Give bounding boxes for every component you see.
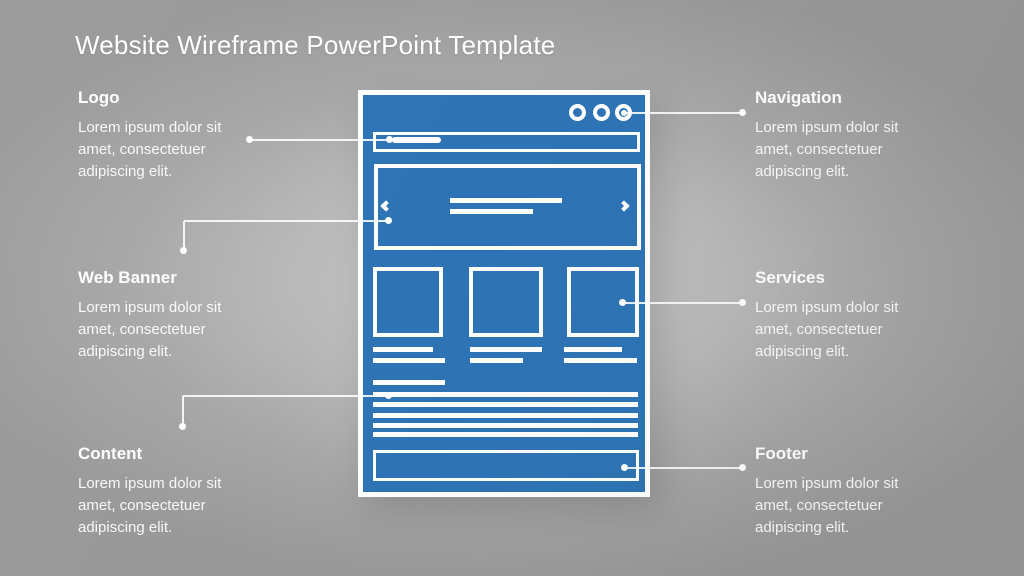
- web-banner-frame: [374, 164, 641, 250]
- callout-services-line-1: Lorem ipsum dolor sit: [755, 299, 899, 316]
- callout-content-line-2: amet, consectetuer: [78, 497, 206, 514]
- callout-services-line-3: adipiscing elit.: [755, 343, 850, 360]
- callout-logo-line-3: adipiscing elit.: [78, 163, 173, 180]
- nav-dot-icon: [593, 104, 610, 121]
- banner-text-line: [450, 198, 562, 203]
- connector-logo-dot-label: [246, 136, 253, 143]
- content-text-line: [373, 402, 638, 407]
- service-box: [373, 267, 443, 337]
- callout-services-line-2: amet, consectetuer: [755, 321, 883, 338]
- service-text-line: [470, 358, 523, 363]
- callout-footer-line-3: adipiscing elit.: [755, 519, 850, 536]
- callout-logo: Logo Lorem ipsum dolor sit amet, consect…: [78, 88, 263, 183]
- callout-web-banner-line-1: Lorem ipsum dolor sit: [78, 299, 222, 316]
- content-text-line: [373, 392, 638, 397]
- connector-content-line: [182, 396, 184, 427]
- slide-title: Website Wireframe PowerPoint Template: [75, 30, 556, 60]
- callout-content-line-3: adipiscing elit.: [78, 519, 173, 536]
- connector-footer-line: [625, 467, 743, 469]
- callout-logo-line-1: Lorem ipsum dolor sit: [78, 119, 222, 136]
- service-text-line: [564, 347, 622, 352]
- callout-navigation-line-3: adipiscing elit.: [755, 163, 850, 180]
- callout-footer-heading: Footer: [755, 444, 808, 463]
- banner-text-line: [450, 209, 533, 214]
- callout-footer-line-2: amet, consectetuer: [755, 497, 883, 514]
- connector-logo-line: [250, 139, 391, 141]
- callout-web-banner-heading: Web Banner: [78, 268, 177, 287]
- connector-services-dot-label: [739, 299, 746, 306]
- callout-services-heading: Services: [755, 268, 825, 287]
- callout-footer: Footer Lorem ipsum dolor sit amet, conse…: [755, 444, 940, 539]
- nav-dot-icon: [569, 104, 586, 121]
- footer-bar: [373, 450, 639, 481]
- connector-content-dot-label: [179, 423, 186, 430]
- connector-footer-dot-label: [739, 464, 746, 471]
- connector-content-line: [183, 395, 389, 397]
- wireframe-page: [358, 90, 650, 497]
- callout-navigation-line-1: Lorem ipsum dolor sit: [755, 119, 899, 136]
- content-text-line: [373, 413, 638, 418]
- connector-web-banner-line: [183, 221, 185, 251]
- callout-web-banner-line-3: adipiscing elit.: [78, 343, 173, 360]
- connector-services-line: [623, 302, 743, 304]
- callout-logo-heading: Logo: [78, 88, 120, 107]
- connector-logo-dot-target: [386, 136, 393, 143]
- callout-logo-line-2: amet, consectetuer: [78, 141, 206, 158]
- callout-content-line-1: Lorem ipsum dolor sit: [78, 475, 222, 492]
- callout-web-banner: Web Banner Lorem ipsum dolor sit amet, c…: [78, 268, 263, 363]
- content-text-line: [373, 432, 638, 437]
- service-text-line: [470, 347, 542, 352]
- callout-navigation-heading: Navigation: [755, 88, 842, 107]
- callout-content: Content Lorem ipsum dolor sit amet, cons…: [78, 444, 263, 539]
- connector-navigation-dot-target: [621, 110, 627, 116]
- callout-navigation-line-2: amet, consectetuer: [755, 141, 883, 158]
- connector-web-banner-dot-target: [385, 217, 392, 224]
- callout-content-heading: Content: [78, 444, 143, 463]
- callout-navigation: Navigation Lorem ipsum dolor sit amet, c…: [755, 88, 940, 183]
- connector-web-banner-line: [184, 220, 389, 222]
- service-text-line: [373, 347, 433, 352]
- service-box: [469, 267, 543, 337]
- connector-content-dot-target: [385, 392, 392, 399]
- callout-services: Services Lorem ipsum dolor sit amet, con…: [755, 268, 940, 363]
- service-text-line: [564, 358, 637, 363]
- connector-services-dot-target: [619, 299, 626, 306]
- callout-footer-line-1: Lorem ipsum dolor sit: [755, 475, 899, 492]
- connector-web-banner-dot-label: [180, 247, 187, 254]
- callout-web-banner-line-2: amet, consectetuer: [78, 321, 206, 338]
- content-heading-line: [373, 380, 445, 385]
- logo-placeholder-bar: [392, 137, 441, 143]
- content-text-line: [373, 423, 638, 428]
- connector-navigation-line: [624, 112, 743, 114]
- service-text-line: [373, 358, 445, 363]
- connector-footer-dot-target: [621, 464, 628, 471]
- connector-navigation-dot-label: [739, 109, 746, 116]
- header-bar: [373, 132, 640, 152]
